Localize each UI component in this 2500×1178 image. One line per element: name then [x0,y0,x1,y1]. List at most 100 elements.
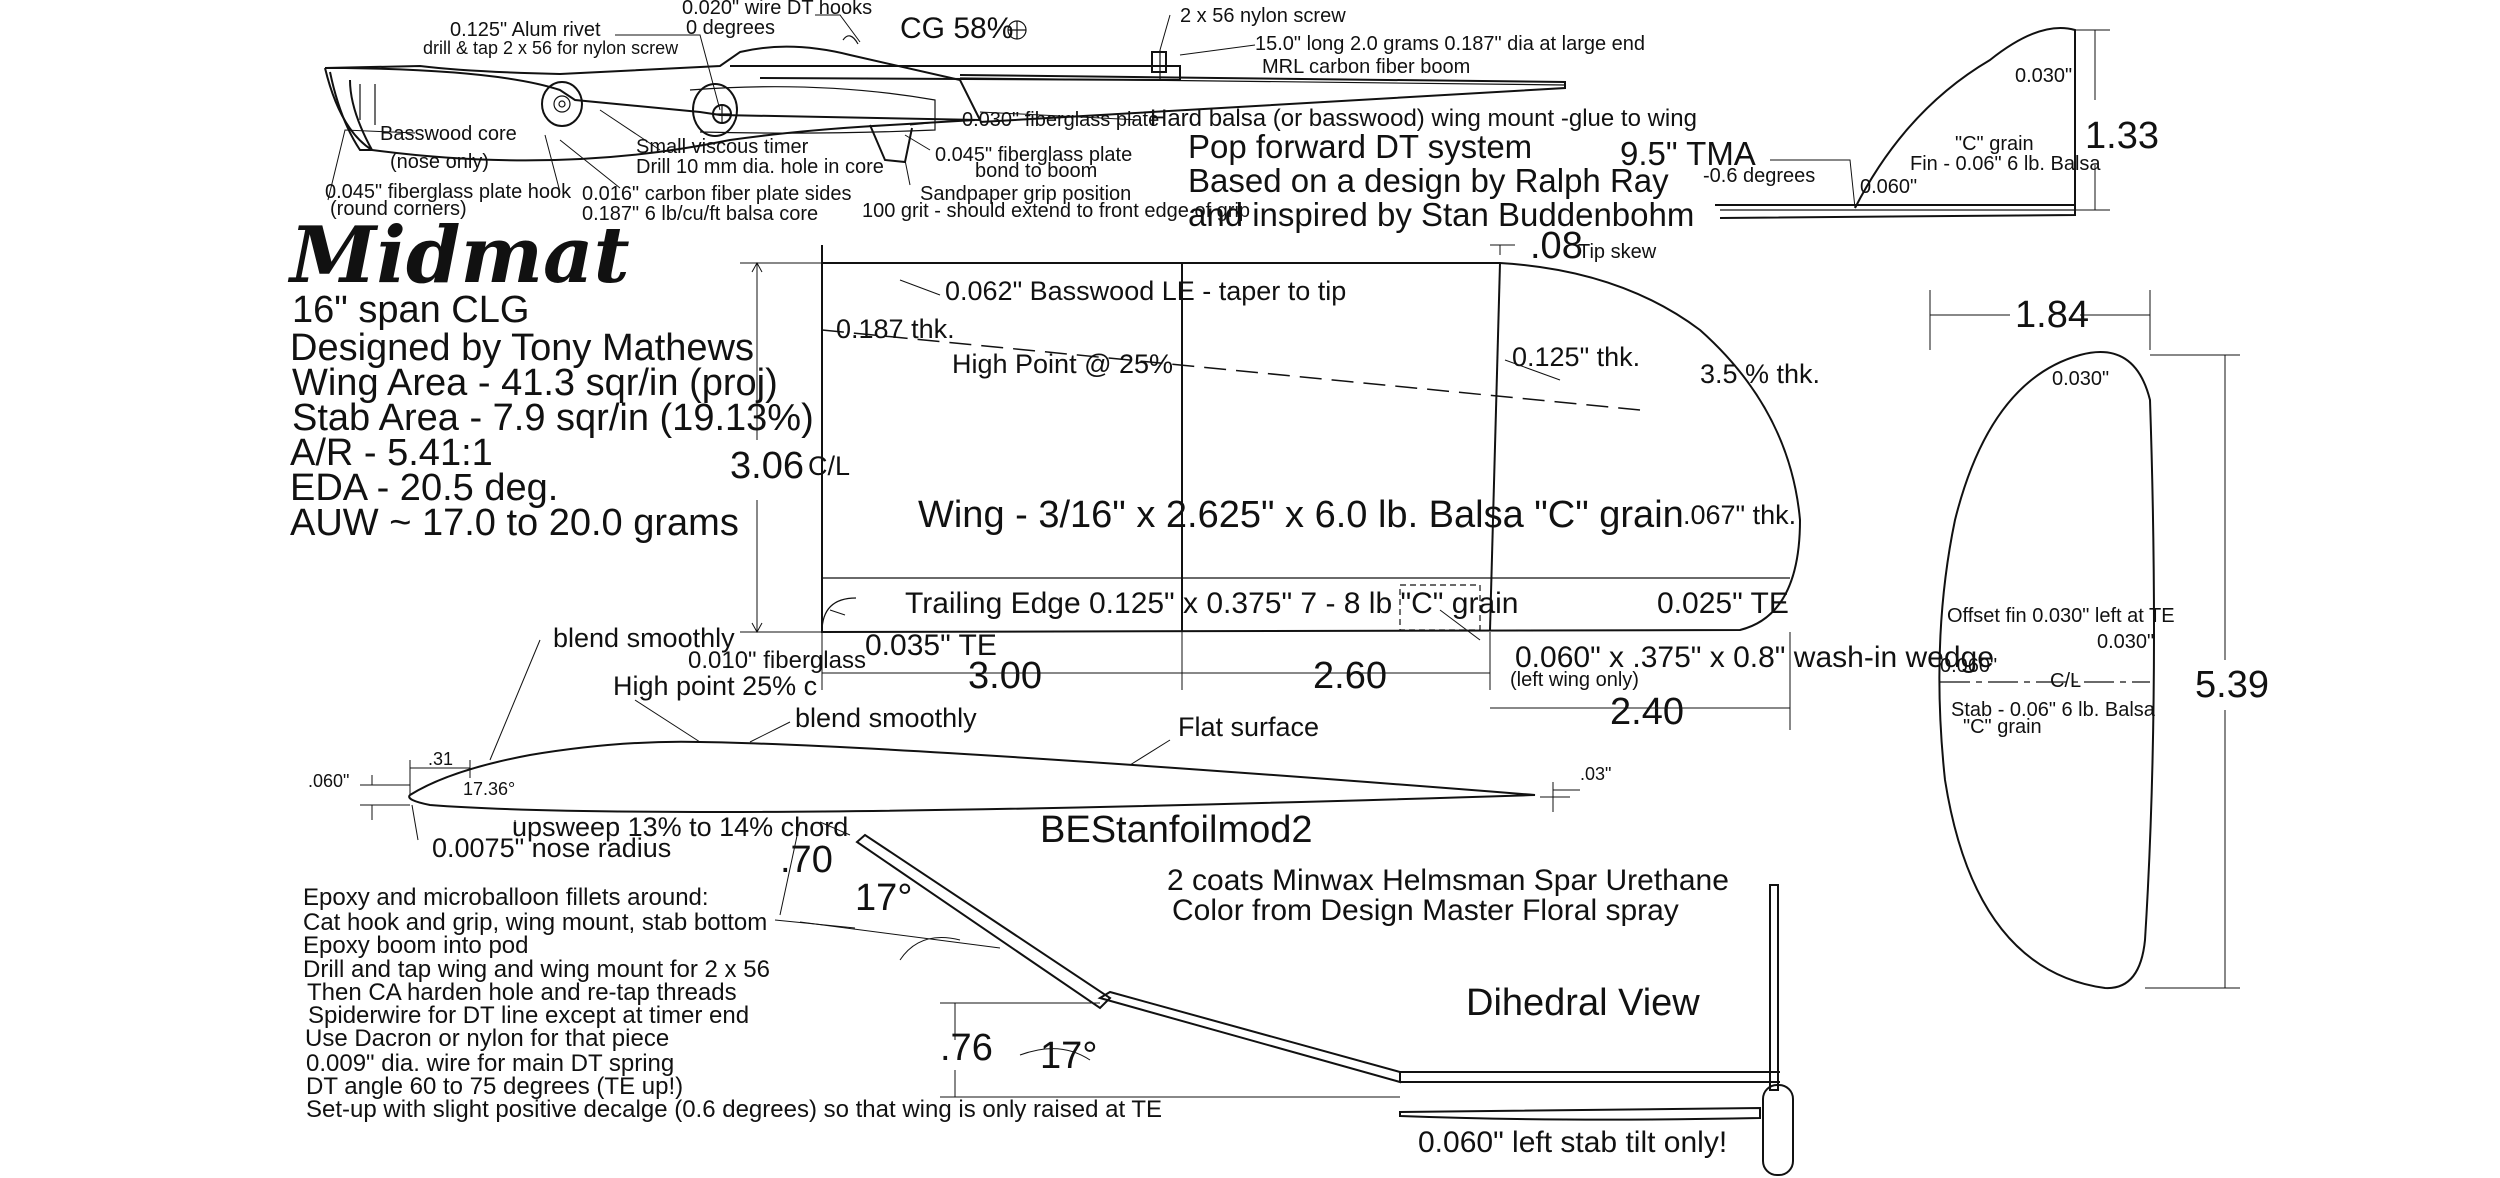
stab-offset: Offset fin 0.030" left at TE [1947,605,2175,627]
high-point-label: High Point @ 25% [952,349,1173,379]
fin-height: 1.33 [2085,115,2159,157]
fin-spec: Fin - 0.06" 6 lb. Balsa [1910,153,2101,175]
fg-plate-label: 0.030" fiberglass plate [962,109,1159,131]
dihedral-view: .70 17° .76 17° Dihedral View 0.060" lef… [774,821,1794,1176]
te-tip-label: 0.025" TE [1657,587,1789,620]
te-root-label: 0.035" TE [865,629,997,662]
blend-smoothly-1: blend smoothly [553,623,735,653]
fuselage-side-view: 0.125" Alum rivet drill & tap 2 x 56 for… [324,0,1697,225]
fin-view: 9.5" TMA -0.6 degrees 0.030" "C" grain F… [1620,27,2159,219]
bond-boom-label: bond to boom [975,160,1097,182]
dt-line-1: Pop forward DT system [1188,128,1532,165]
stab-plan-view: 1.84 5.39 0.030" Offset fin 0.030" left … [1929,290,2269,990]
stab-tilt-label: 0.060" left stab tilt only! [1418,1126,1727,1159]
tip-panel [855,833,1112,1010]
model-name: Midmat [287,210,630,301]
te-thk-label: .03" [1580,764,1611,784]
fin-end-view [1769,884,1779,1091]
stab-thk-right: 0.030" [2097,631,2154,653]
dim-76: .76 [940,1027,993,1069]
note-line: 0.009" dia. wire for main DT spring [306,1050,674,1077]
construction-notes: Epoxy and microballoon fillets around: C… [303,884,1162,1123]
fg-plate-045-label: 0.045" fiberglass plate [935,144,1132,166]
stab-area-label: Stab Area - 7.9 sqr/in (19.13%) [292,397,814,439]
wire-hooks-label: 0.020" wire DT hooks [682,0,872,19]
upsweep-label: upsweep 13% to 14% chord [512,812,848,842]
note-line: DT angle 60 to 75 degrees (TE up!) [306,1073,683,1100]
fiberglass-label: 0.010" fiberglass [688,647,866,674]
note-line: Epoxy and microballoon fillets around: [303,884,709,911]
stab-thk-left: 0.060" [1940,655,1997,677]
wedge-label: 0.060" x .375" x 0.8" wash-in wedge [1515,641,1994,674]
wing-cl-label: C/L [808,451,850,481]
span-label: 16" span CLG [292,289,529,331]
airfoil-section: blend smoothly High point 25% c blend sm… [308,623,1611,863]
auw-label: AUW ~ 17.0 to 20.0 grams [290,502,739,544]
wing-mount [730,65,1181,82]
eda-label: EDA - 20.5 deg. [290,467,558,509]
title-block: Midmat 16" span CLG Designed by Tony Mat… [287,210,814,544]
airfoil-outline [408,740,1536,814]
rivet-label: 0.125" Alum rivet [450,19,601,41]
span-dim-2: 2.60 [1313,655,1387,697]
grit-label: 100 grit - should extend to front edge o… [862,200,1250,222]
nylon-screw [1151,51,1167,73]
aspect-ratio-label: A/R - 5.41:1 [290,432,493,474]
note-line: Set-up with slight positive decalge (0.6… [306,1096,1162,1123]
tma-deg-label: -0.6 degrees [1703,165,1815,187]
nose-angle: 17.36° [463,779,515,799]
wing-area-label: Wing Area - 41.3 sqr/in (proj) [292,362,778,404]
wing-spec-label: Wing - 3/16" x 2.625" x 6.0 lb. Balsa "C… [918,494,1684,536]
boom-spec-label: 15.0" long 2.0 grams 0.187" dia at large… [1255,33,1645,55]
wedge-note: (left wing only) [1510,669,1639,691]
pod-end-view [1762,1084,1794,1176]
tip-skew-value: .08 [1530,225,1583,267]
tma-label: 9.5" TMA [1620,135,1756,172]
round-corners-label: (round corners) [330,198,467,220]
tip-skew-label: Tip skew [1578,241,1657,263]
span-dim-1: 3.00 [968,655,1042,697]
wing-outline [821,262,1802,634]
cg-label: CG 58% [900,12,1013,45]
wing-plan-view: .08 Tip skew 0.062" Basswood LE - taper … [688,225,1994,733]
nose-only-label: (nose only) [390,151,489,173]
le-label: 0.062" Basswood LE - taper to tip [945,276,1346,306]
root-thk-label: 0.187 thk. [836,314,955,344]
flat-surface: Flat surface [1178,712,1319,742]
trailing-edge-label: Trailing Edge 0.125" x 0.375" 7 - 8 lb "… [905,587,1519,620]
tip-pct-label: 3.5 % thk. [1700,359,1820,389]
carbon-sides-label: 0.016" carbon fiber plate sides [582,183,852,205]
dt-notes: Pop forward DT system Based on a design … [1188,128,1694,233]
designer-label: Designed by Tony Mathews [290,327,754,369]
fin-grain: "C" grain [1955,133,2034,155]
stab-outline [1938,351,2155,990]
dim-31: .31 [428,749,453,769]
note-line: Use Dacron or nylon for that piece [305,1025,669,1052]
note-line: Then CA harden hole and re-tap threads [307,979,737,1006]
mid-thk-label: 0.125" thk. [1512,342,1640,372]
note-line: Cat hook and grip, wing mount, stab bott… [303,909,767,936]
finish-line-2: Color from Design Master Floral spray [1172,894,1679,927]
basswood-core-label: Basswood core [380,123,517,145]
hook-plate [329,71,374,151]
stab-cl: C/L [2050,670,2081,692]
dt-hook-plate [692,83,738,137]
blend-smoothly-2: blend smoothly [795,703,977,733]
le-thk-label: .060" [308,771,349,791]
drill-tap-label: drill & tap 2 x 56 for nylon screw [423,38,679,58]
stab-spec: Stab - 0.06" 6 lb. Balsa [1951,699,2156,721]
nose-radius-label: 0.0075" nose radius [432,833,671,863]
grip [869,124,913,164]
tip-thk-label: .067" thk. [1683,500,1796,530]
finish-notes: 2 coats Minwax Helmsman Spar Urethane Co… [1167,864,1729,927]
dihedral-title: Dihedral View [1466,982,1700,1024]
fin-outline [1854,27,2076,210]
dt-line-2: Based on a design by Ralph Ray [1188,162,1669,199]
angle-17-top: 17° [855,877,912,919]
stab-grain: "C" grain [1963,716,2042,738]
chord-dimension: 3.06 [730,445,804,487]
drill-hole-label: Drill 10 mm dia. hole in core [636,156,884,178]
airfoil-name: BEStanfoilmod2 [1040,809,1313,851]
airfoil-high-point: High point 25% c [613,671,817,701]
